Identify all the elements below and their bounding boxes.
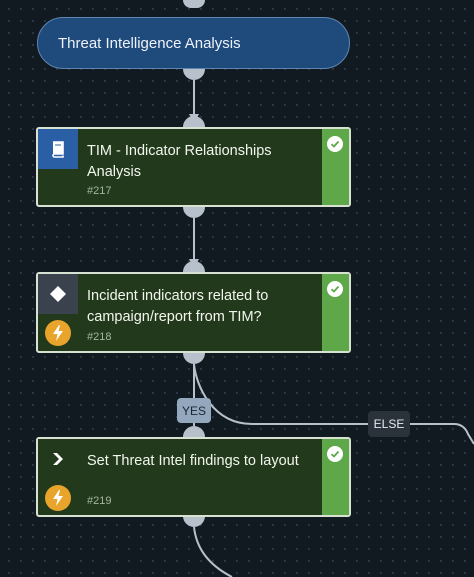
- section-bottom-port[interactable]: [183, 69, 205, 80]
- task-node-217[interactable]: TIM - Indicator Relationships Analysis #…: [36, 127, 351, 207]
- check-icon: [327, 136, 343, 152]
- chevron-right-icon: [38, 439, 78, 479]
- task-219-output-port[interactable]: [183, 516, 205, 527]
- section-header-node[interactable]: Threat Intelligence Analysis: [37, 17, 350, 69]
- lightning-icon: [45, 485, 71, 511]
- task-217-input-port[interactable]: [183, 116, 205, 127]
- task-219-input-port[interactable]: [183, 426, 205, 437]
- task-218-output-port[interactable]: [183, 353, 205, 364]
- check-icon: [327, 281, 343, 297]
- task-title: Set Threat Intel findings to layout: [87, 453, 299, 469]
- playbook-book-icon: [38, 129, 78, 169]
- task-number: #218: [87, 331, 112, 343]
- section-top-port[interactable]: [183, 0, 205, 8]
- task-title: Incident indicators related to campaign/…: [87, 288, 269, 325]
- edge-219-out: [193, 526, 233, 577]
- task-status-completed: [322, 274, 349, 351]
- task-status-completed: [322, 129, 349, 205]
- task-218-input-port[interactable]: [183, 261, 205, 272]
- task-title: TIM - Indicator Relationships Analysis: [87, 143, 272, 180]
- condition-diamond-icon: [38, 274, 78, 314]
- lightning-icon: [45, 320, 71, 346]
- task-number: #219: [87, 495, 112, 507]
- branch-label-else[interactable]: ELSE: [368, 411, 410, 437]
- branch-label-yes[interactable]: YES: [177, 398, 211, 423]
- task-node-218[interactable]: Incident indicators related to campaign/…: [36, 272, 351, 353]
- check-icon: [327, 446, 343, 462]
- task-number: #217: [87, 185, 112, 197]
- task-217-output-port[interactable]: [183, 207, 205, 218]
- task-node-219[interactable]: Set Threat Intel findings to layout #219: [36, 437, 351, 517]
- section-title: Threat Intelligence Analysis: [58, 34, 241, 52]
- edge-218-else: [193, 363, 474, 445]
- task-status-completed: [322, 439, 349, 515]
